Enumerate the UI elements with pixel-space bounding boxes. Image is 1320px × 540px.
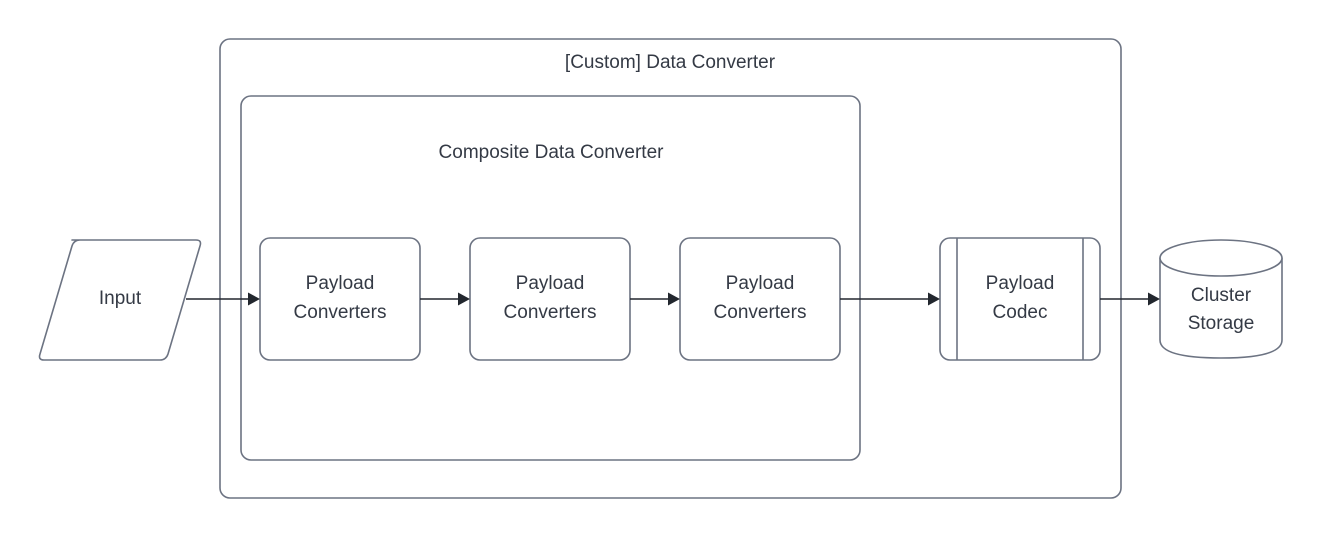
node-payload-codec-label-line1: Payload xyxy=(986,273,1055,294)
edge-payload-converters-3-to-payload-codec[interactable] xyxy=(840,292,940,306)
node-input-label: Input xyxy=(99,288,142,309)
node-cluster-storage-label-line1: Cluster xyxy=(1191,285,1252,306)
node-payload-converters-3[interactable]: Payload Converters xyxy=(679,237,841,361)
node-cluster-storage[interactable]: Cluster Storage xyxy=(1159,239,1283,359)
node-payload-codec-shape xyxy=(939,237,1101,361)
node-payload-converters-3-label-line2: Converters xyxy=(714,302,807,323)
node-payload-codec[interactable]: Payload Codec xyxy=(939,237,1101,361)
node-input[interactable]: Input xyxy=(38,239,202,361)
node-payload-converters-1-label-line1: Payload xyxy=(306,273,375,294)
node-payload-converters-2[interactable]: Payload Converters xyxy=(469,237,631,361)
edge-payload-codec-to-cluster-storage-arrowhead xyxy=(1148,292,1160,306)
container-custom-data-converter-label: [Custom] Data Converter xyxy=(565,52,776,73)
node-cluster-storage-label-line2: Storage xyxy=(1188,313,1255,334)
node-input-shape xyxy=(38,239,202,361)
node-payload-converters-1-shape xyxy=(259,237,421,361)
node-payload-converters-2-shape xyxy=(469,237,631,361)
node-payload-converters-3-shape xyxy=(679,237,841,361)
container-composite-data-converter-label: Composite Data Converter xyxy=(439,142,665,163)
node-payload-converters-1[interactable]: Payload Converters xyxy=(259,237,421,361)
node-payload-converters-1-label-line2: Converters xyxy=(294,302,387,323)
edge-input-to-payload-converters-1-arrowhead xyxy=(248,292,260,306)
node-payload-converters-2-label-line1: Payload xyxy=(516,273,585,294)
edge-payload-codec-to-cluster-storage[interactable] xyxy=(1100,292,1160,306)
node-payload-codec-label-line2: Codec xyxy=(993,302,1048,323)
node-cluster-storage-body xyxy=(1159,257,1283,359)
edge-payload-converters-2-to-3[interactable] xyxy=(630,292,680,306)
edge-payload-converters-2-to-3-arrowhead xyxy=(668,292,680,306)
edge-input-to-payload-converters-1[interactable] xyxy=(186,292,260,306)
edge-payload-converters-3-to-payload-codec-arrowhead xyxy=(928,292,940,306)
edge-payload-converters-1-to-2[interactable] xyxy=(420,292,470,306)
node-payload-converters-2-label-line2: Converters xyxy=(504,302,597,323)
edge-payload-converters-1-to-2-arrowhead xyxy=(458,292,470,306)
node-cluster-storage-top-ellipse xyxy=(1159,239,1283,277)
node-payload-converters-3-label-line1: Payload xyxy=(726,273,795,294)
